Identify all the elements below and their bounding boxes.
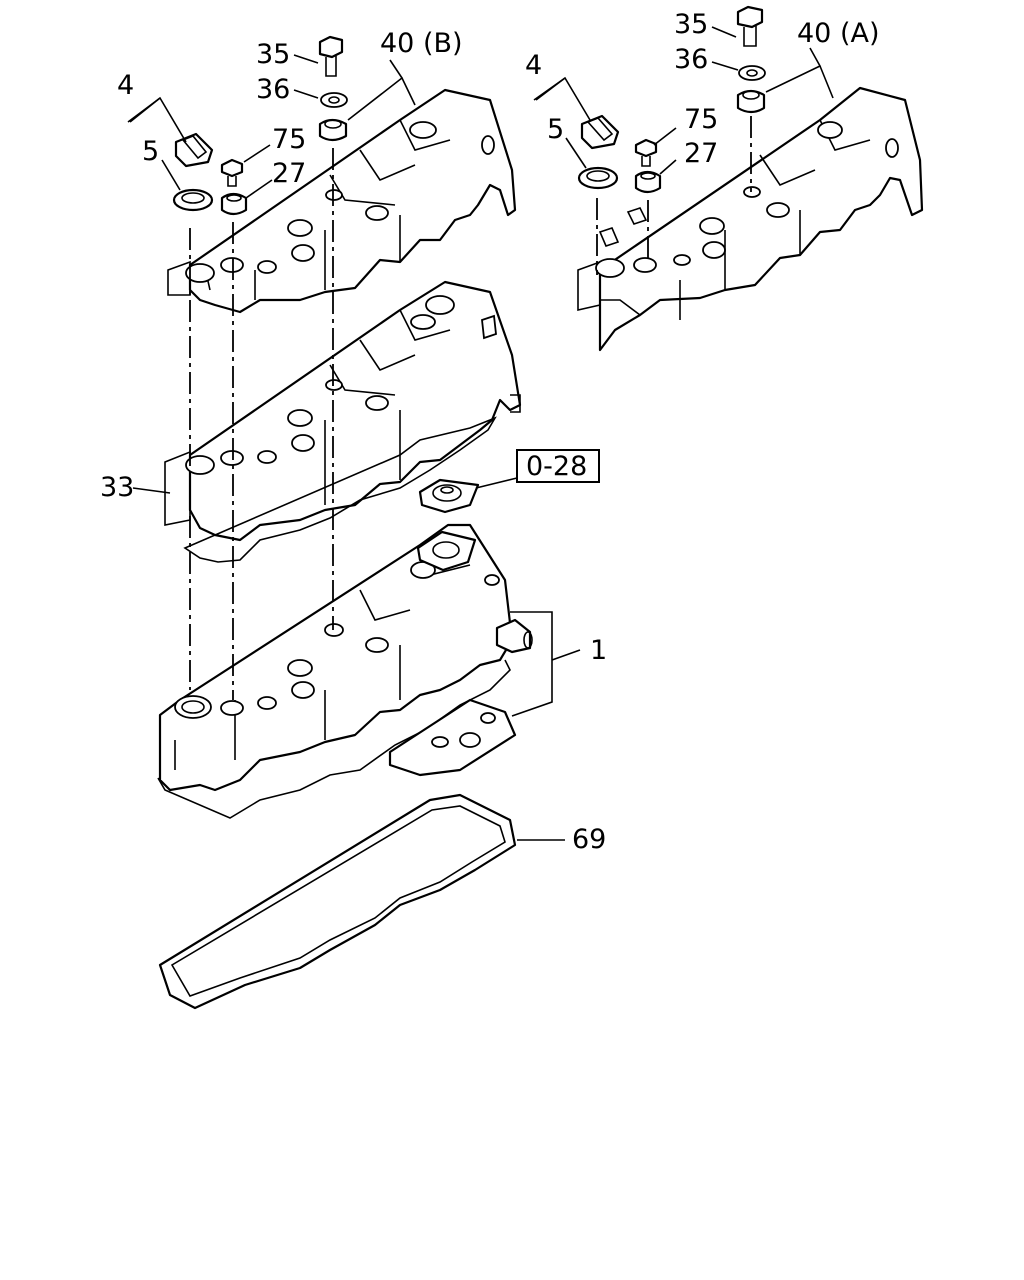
alignment-lines bbox=[189, 116, 752, 700]
ref-box-0-28 bbox=[516, 449, 600, 483]
label-36-right: 36 bbox=[674, 44, 708, 75]
label-35-right: 35 bbox=[674, 9, 708, 40]
label-33: 33 bbox=[100, 472, 134, 503]
label-69: 69 bbox=[572, 824, 606, 855]
label-36-left: 36 bbox=[256, 74, 290, 105]
label-27-left: 27 bbox=[272, 158, 306, 189]
cover-33 bbox=[164, 280, 522, 563]
label-1: 1 bbox=[590, 635, 607, 666]
fasteners-right bbox=[577, 5, 766, 194]
label-5-right: 5 bbox=[547, 114, 564, 145]
cover-40a bbox=[577, 86, 924, 352]
label-27-right: 27 bbox=[684, 138, 718, 169]
label-75-left: 75 bbox=[272, 124, 306, 155]
label-40a: 40 (A) bbox=[797, 18, 879, 49]
label-0-28: 0-28 bbox=[526, 451, 587, 482]
label-4-left: 4 bbox=[117, 70, 134, 101]
cover-40b bbox=[167, 88, 517, 314]
leader-lines bbox=[127, 26, 834, 841]
fasteners-left bbox=[172, 35, 348, 216]
breather-0-28 bbox=[418, 478, 480, 514]
label-75-right: 75 bbox=[684, 104, 718, 135]
label-40b: 40 (B) bbox=[380, 28, 463, 59]
labels: 35 36 40 (B) 4 5 75 27 35 36 40 (A) 4 5 … bbox=[100, 9, 879, 855]
label-5-left: 5 bbox=[142, 136, 159, 167]
label-35-left: 35 bbox=[256, 39, 290, 70]
gasket-69 bbox=[158, 793, 517, 1010]
head-cover-1 bbox=[157, 523, 533, 819]
label-4-right: 4 bbox=[525, 50, 542, 81]
